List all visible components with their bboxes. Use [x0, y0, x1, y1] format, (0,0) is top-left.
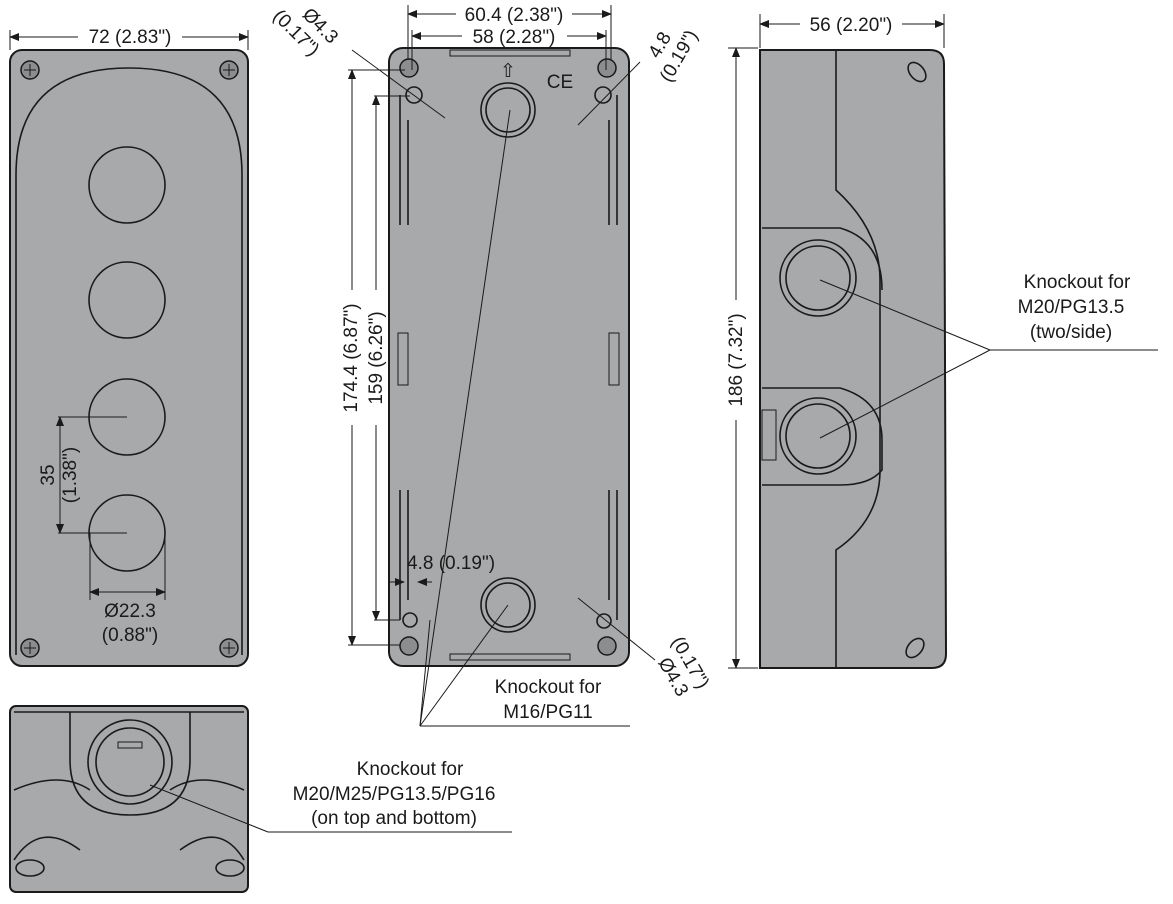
side-knockout-label-3: (two/side) — [1030, 322, 1112, 343]
depth-dimension: 56 (2.20") — [810, 15, 893, 36]
back-knockout-label-1: Knockout for — [495, 677, 602, 698]
up-arrow-icon: ⇧ — [500, 61, 516, 82]
side-knockout-label-1: Knockout for — [1024, 272, 1131, 293]
hole-diameter-inches: (0.88") — [102, 625, 158, 646]
outer-height-dimension: 174.4 (6.87") — [341, 303, 362, 412]
inner-height-dimension: 159 (6.26") — [366, 311, 387, 404]
outer-width-dimension: 60.4 (2.38") — [465, 5, 564, 26]
height-dimension: 186 (7.32") — [726, 313, 747, 406]
front-view: 72 (2.83") 35(1.38") Ø22.3 (0.88") — [9, 27, 249, 667]
ce-mark: CE — [547, 72, 573, 93]
inner-width-dimension: 58 (2.28") — [473, 27, 556, 48]
hole-diameter-dimension: Ø22.3 — [104, 601, 156, 622]
side-view: 56 (2.20") 186 (7.32") Knockout for M20/… — [726, 14, 1158, 669]
top-knockout-label-2: M20/M25/PG13.5/PG16 — [293, 784, 496, 805]
top-view: Knockout for M20/M25/PG13.5/PG16 (on top… — [9, 705, 512, 893]
back-knockout-label-2: M16/PG11 — [503, 702, 592, 723]
top-hole-dimension: Ø4.3(0.17") — [268, 0, 341, 64]
side-knockout-label-2: M20/PG13.5 — [1018, 297, 1125, 318]
hole-spacing-dimension: 35(1.38") — [38, 447, 81, 503]
top-slot-dimension: 4.8(0.19") — [637, 16, 702, 86]
top-knockout-label-3: (on top and bottom) — [311, 808, 477, 829]
back-view: ⇧ CE 60.4 (2.38") 58 (2.28") Ø4.3(0.17")… — [268, 0, 713, 727]
bottom-slot-dimension: 4.8 (0.19") — [407, 553, 495, 574]
bottom-hole-dimension: Ø4.3(0.17") — [648, 633, 713, 703]
screw-icon — [20, 60, 239, 658]
front-width-dimension: 72 (2.83") — [89, 27, 172, 48]
mounting-nut-icon — [399, 58, 617, 656]
top-knockout-label-1: Knockout for — [357, 759, 464, 780]
